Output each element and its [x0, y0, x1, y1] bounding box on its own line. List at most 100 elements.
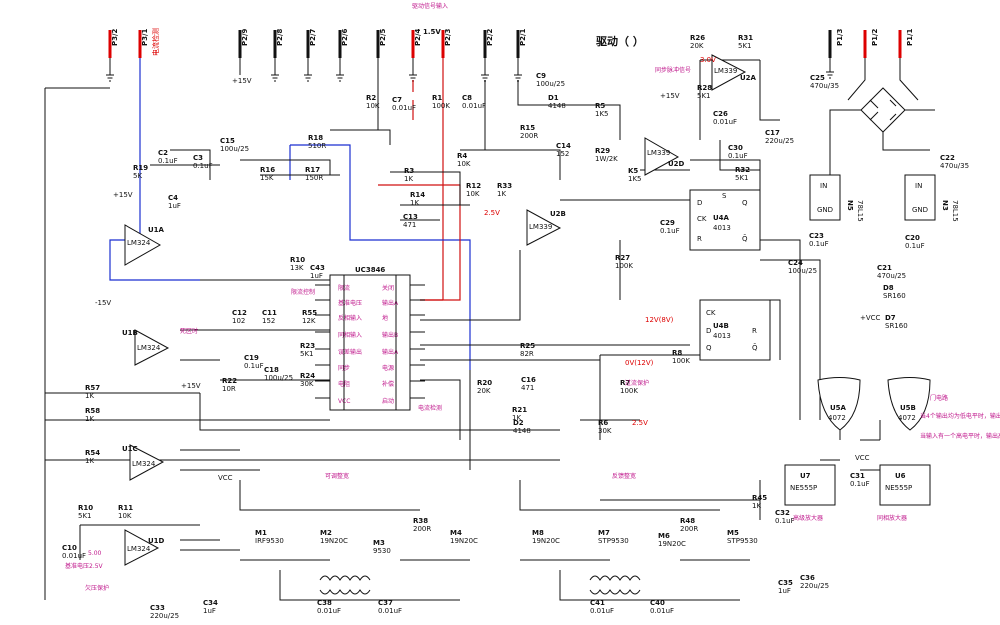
component-ref: C10	[62, 544, 77, 552]
component-ref: R14	[410, 191, 425, 199]
component-value: 5K1	[78, 512, 92, 520]
component-value: 510R	[308, 142, 326, 150]
component-ref: C33	[150, 604, 165, 612]
component-ref: C41	[590, 599, 605, 607]
component-value: 470u/35	[810, 82, 839, 90]
opamp-u1d: LM324 U1D	[124, 529, 165, 566]
component-value: 0.1uF	[158, 157, 178, 165]
component-ref: C2	[158, 149, 168, 157]
component-ref: D8	[883, 284, 894, 292]
component-ref: R55	[302, 309, 317, 317]
component-value: 5K1	[300, 350, 314, 358]
connector-p2-8: P2/8	[271, 28, 284, 82]
pin-right-8: 启动	[382, 397, 394, 405]
component-value: 220u/25	[800, 582, 829, 590]
note-gate-2: 当输入有一个高电平时，输出高电平	[920, 432, 1000, 440]
volt-2: 2.5V	[484, 209, 500, 217]
volt-6: 5.00	[88, 550, 102, 557]
component-value: 13K	[290, 264, 304, 272]
connector-label: P2/6	[341, 28, 349, 46]
note-amp-1: 高级放大器	[793, 514, 823, 522]
connector-label: P2/5	[379, 28, 387, 46]
component-value: SR160	[883, 292, 906, 300]
component-ref: R10	[78, 504, 93, 512]
page-title: 驱动（ ）	[596, 34, 644, 48]
component-value: 1uF	[203, 607, 216, 615]
component-value: 0.1uF	[850, 480, 870, 488]
ic-ref: U4B	[713, 322, 729, 330]
component-value: 470u/25	[877, 272, 906, 280]
component-ref: M5	[727, 529, 739, 537]
component-value: 100K	[620, 387, 638, 395]
component-value: 100K	[615, 262, 633, 270]
svg-text:R: R	[752, 327, 757, 335]
svg-text:GND: GND	[912, 206, 928, 214]
ic-part: LM324	[127, 545, 151, 553]
component-value: 1K	[752, 502, 761, 510]
connector-label: P2/8	[276, 28, 284, 46]
ic-ref: U1B	[122, 329, 138, 337]
supply-label: +VCC	[860, 314, 881, 322]
pin-left-5: 误差输出	[338, 348, 362, 356]
component-value: 5K1	[738, 42, 752, 50]
component-ref: R11	[118, 504, 133, 512]
component-value: 0.1uF	[905, 242, 925, 250]
component-value: 102	[232, 317, 245, 325]
component-value: 10K	[466, 190, 480, 198]
ic-ref: U5A	[830, 404, 847, 412]
opamp-u1a: LM324 U1A	[124, 224, 165, 266]
connector-p2-5: P2/5	[376, 28, 387, 92]
ic-part: LM324	[137, 344, 161, 352]
note-pw1: 可调整宽	[325, 472, 349, 480]
component-value: 82R	[520, 350, 534, 358]
volt-3: 12V(8V)	[645, 316, 674, 324]
connector-p2-7: P2/7	[304, 28, 317, 82]
note-pw2: 反馈整宽	[612, 472, 636, 480]
component-ref: C23	[809, 232, 824, 240]
component-ref: R33	[497, 182, 512, 190]
ic-ref: U5B	[900, 404, 916, 412]
volt-4: 0V(12V)	[625, 359, 654, 367]
connector-label: P2/7	[309, 28, 317, 46]
svg-text:CK: CK	[706, 309, 716, 317]
ic-ref: U1C	[122, 445, 138, 453]
ic-ref: U2D	[668, 160, 685, 168]
note-vref: 基准电压2.5V	[65, 562, 104, 570]
svg-text:IN: IN	[915, 182, 922, 190]
component-ref: R22	[222, 377, 237, 385]
component-value: 19N20C	[320, 537, 348, 545]
component-value: 152	[262, 317, 275, 325]
component-ref: R6	[598, 419, 608, 427]
component-value: 100u/25	[220, 145, 249, 153]
svg-text:S: S	[722, 192, 727, 200]
component-ref: C11	[262, 309, 277, 317]
connector-label: P1/1	[906, 28, 914, 46]
ic-ref: U4A	[713, 214, 730, 222]
component-value: 0.1uF	[244, 362, 264, 370]
component-ref: R29	[595, 147, 610, 155]
ic-part: NE555P	[885, 484, 912, 492]
svg-text:CK: CK	[697, 215, 707, 223]
